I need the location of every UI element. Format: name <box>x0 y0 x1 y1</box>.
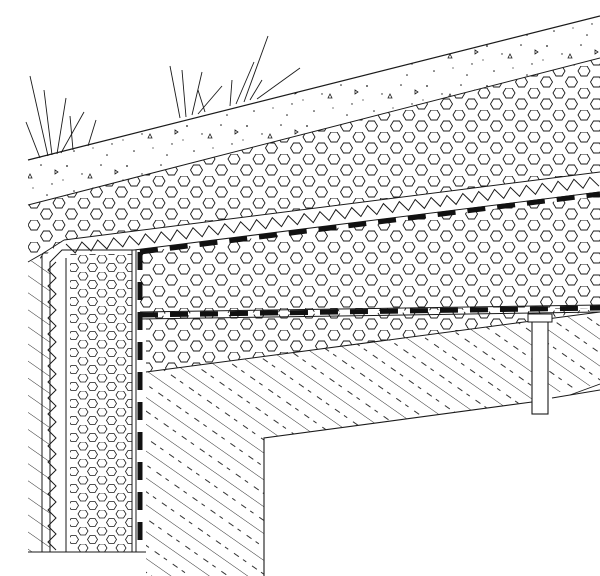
roof-drainage-membrane <box>65 176 600 254</box>
roof-membrane-inner-line <box>133 191 600 251</box>
slab-right-edge <box>569 383 600 396</box>
wall-insulation-layer <box>70 254 132 552</box>
drain-pipe-collar <box>527 313 553 323</box>
concrete-roof-slab <box>146 312 600 576</box>
exterior-soil-wall-band <box>28 258 50 552</box>
drainage-gravel-layer <box>28 58 600 262</box>
roof-waterproofing-upper <box>139 191 600 255</box>
roof-drain-pipe <box>531 317 549 415</box>
roof-layer-separator-2 <box>139 311 600 320</box>
roof-layer-separator <box>139 304 600 313</box>
wall-outer-edge <box>27 239 65 263</box>
grass-strokes <box>25 35 301 159</box>
slab-top-line <box>145 311 600 373</box>
slab-soffit-line <box>263 401 533 576</box>
soil-layer <box>28 16 600 205</box>
wall-membrane-corner <box>49 249 134 552</box>
slab-soffit-right <box>551 389 600 399</box>
roof-waterproofing-lower <box>139 305 600 318</box>
roof-membrane-outer-line <box>63 171 600 241</box>
ground-surface-line <box>27 15 600 161</box>
roof-insulation-layer <box>140 196 600 314</box>
wall-drainage-membrane <box>47 261 57 551</box>
